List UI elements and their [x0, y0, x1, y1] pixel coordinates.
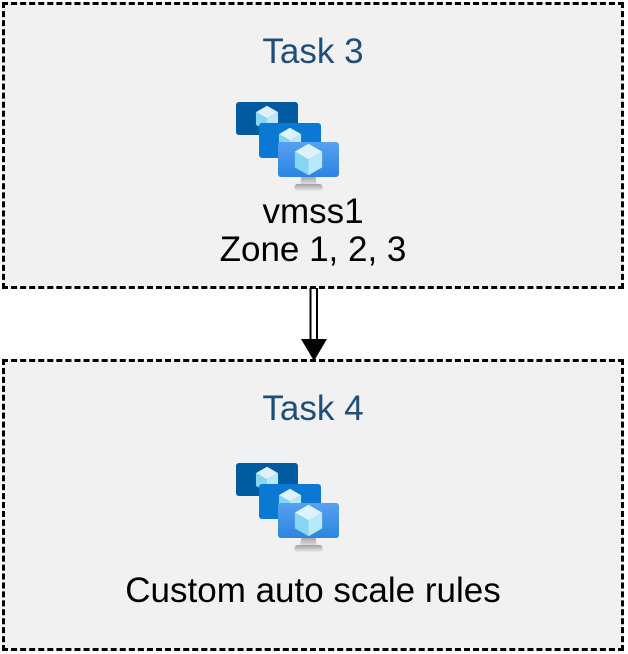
- task3-caption: vmss1 Zone 1, 2, 3: [5, 193, 621, 269]
- autoscale-rules-label: Custom auto scale rules: [125, 571, 501, 610]
- task4-box: Task 4 Custom auto scale rules: [2, 359, 624, 651]
- task4-caption: Custom auto scale rules: [5, 572, 621, 610]
- task3-title: Task 3: [262, 32, 364, 71]
- flow-arrow-task3-to-task4: [301, 288, 327, 361]
- vm-scale-sets-icon: [236, 463, 340, 553]
- vmss-name-label: vmss1: [262, 192, 364, 231]
- task3-box: Task 3 vmss1 Zone 1, 2, 3: [2, 2, 624, 289]
- zones-label: Zone 1, 2, 3: [219, 230, 407, 269]
- task4-title: Task 4: [262, 389, 364, 428]
- vm-scale-sets-icon: [236, 102, 340, 192]
